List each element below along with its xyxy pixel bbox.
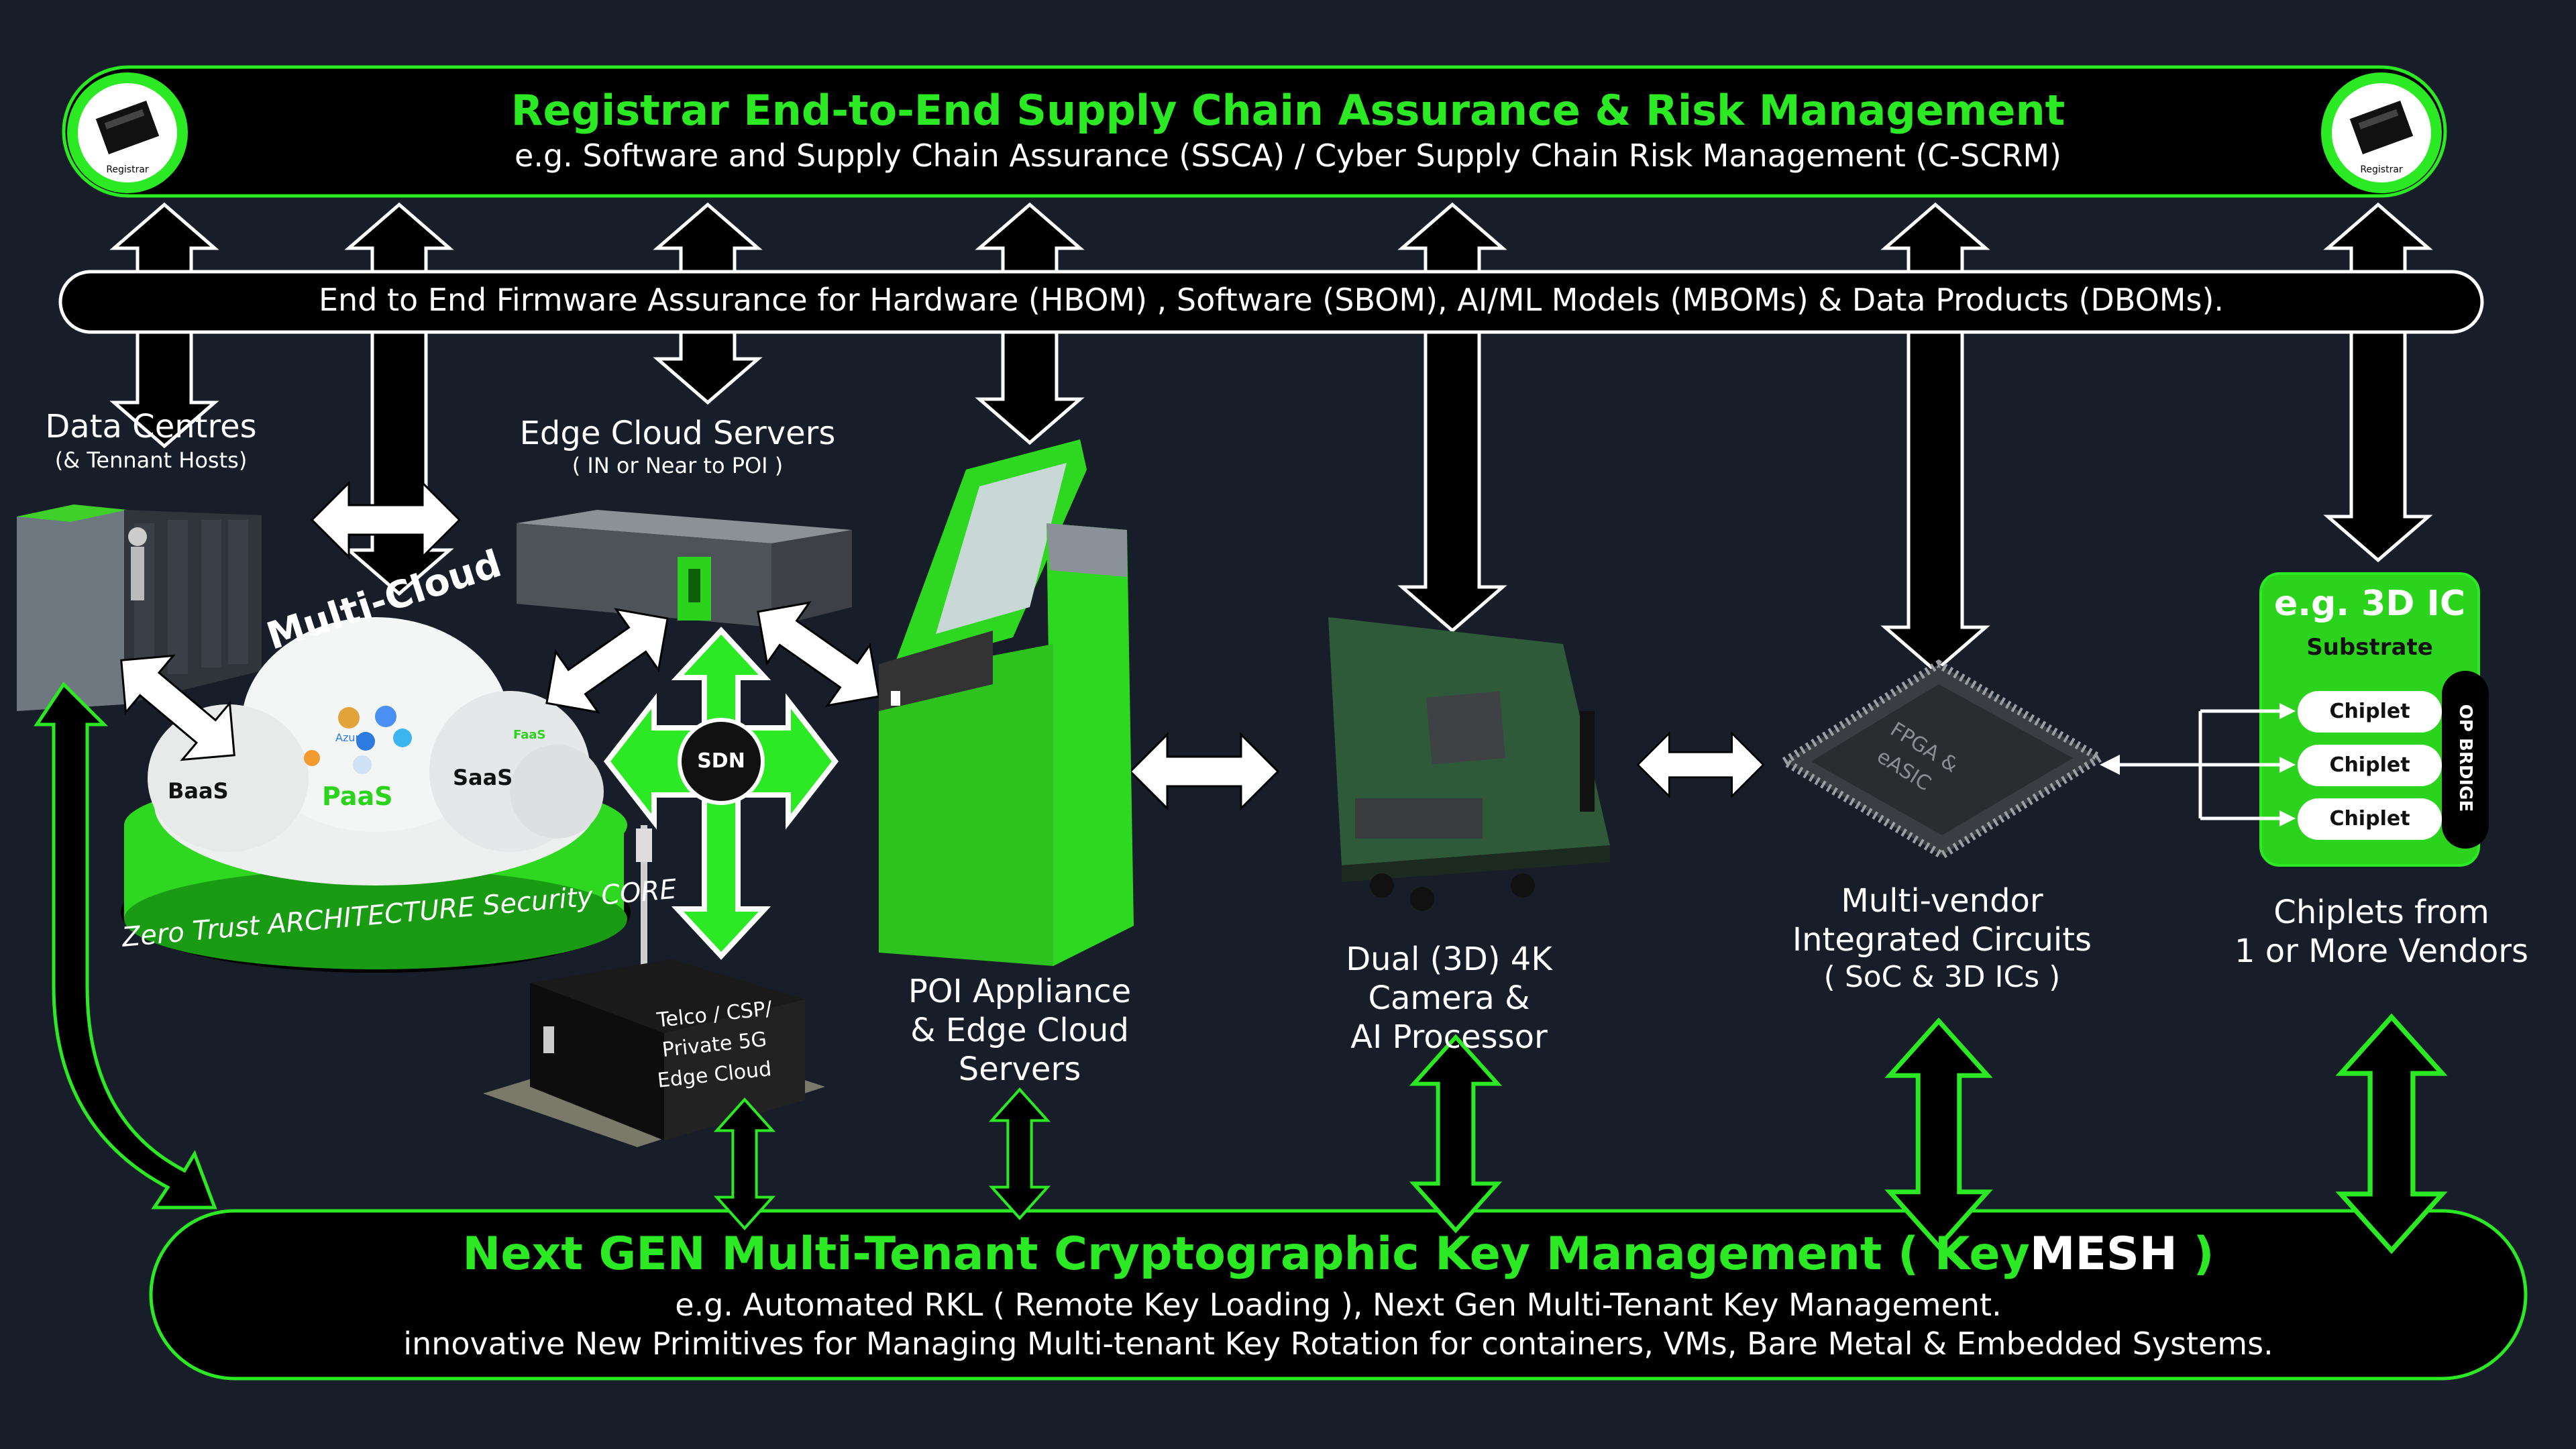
arrow-datacentre-keymesh [34, 682, 217, 1210]
keymesh-title: Next GEN Multi-Tenant Cryptographic Key … [151, 1228, 2526, 1281]
ic3d-substrate: Substrate [2306, 634, 2433, 661]
registrar-banner [62, 65, 2447, 198]
saas-label: SaaS [453, 765, 513, 790]
arrow-poi-camera [1129, 733, 1279, 810]
data-centre-rack-icon [17, 504, 262, 711]
paas-label: PaaS [322, 782, 393, 811]
edge-cloud-title: Edge Cloud Servers [519, 415, 836, 452]
data-centres-title: Data Centres [45, 408, 257, 445]
keymesh-line2: innovative New Primitives for Managing M… [403, 1326, 2273, 1362]
registrar-badge-right-icon [2321, 72, 2442, 193]
firmware-bar-text: End to End Firmware Assurance for Hardwa… [318, 282, 2224, 318]
op-bridge-bar [2442, 671, 2489, 849]
chiplet-3 [2298, 798, 2442, 840]
registrar-subtitle: e.g. Software and Supply Chain Assurance… [515, 138, 2061, 174]
telco-building-icon [483, 825, 825, 1147]
sdn-label: SDN [697, 749, 745, 773]
keymesh-title-prefix: Next GEN Multi-Tenant Cryptographic Key … [462, 1228, 2030, 1281]
ic-line2: Integrated Circuits [1792, 921, 2092, 959]
camera-line2: Camera & [1368, 979, 1530, 1017]
multi-cloud-icon [121, 617, 631, 973]
camera-line1: Dual (3D) 4K [1346, 941, 1552, 978]
faas-label: FaaS [513, 728, 546, 742]
data-centres-subtitle: (& Tennant Hosts) [54, 447, 248, 473]
arrow-poi-keymesh [991, 1089, 1047, 1218]
registrar-badge-left-icon [67, 72, 188, 193]
arrow-registrar-3dic [2323, 202, 2433, 563]
registrar-title: Registrar End-to-End Supply Chain Assura… [511, 86, 2065, 135]
sdn-cross-arrow [603, 627, 839, 960]
ic-line1: Multi-vendor [1841, 882, 2043, 920]
chiplet-1 [2298, 691, 2442, 733]
camera-board-icon [1328, 617, 1610, 911]
baas-label: BaaS [168, 778, 229, 804]
arrow-camera-keymesh [1414, 1037, 1498, 1230]
chiplet-2 [2298, 745, 2442, 786]
chiplets-caption-line2: 1 or More Vendors [2234, 932, 2529, 970]
fpga-chip-icon [1776, 659, 2108, 861]
poi-line2: & Edge Cloud [910, 1012, 1129, 1049]
keymesh-title-mesh: MESH [2029, 1228, 2178, 1281]
chiplet-1-label: Chiplet [2329, 700, 2410, 723]
poi-line3: Servers [958, 1051, 1081, 1088]
chiplet-3-label: Chiplet [2329, 807, 2410, 830]
azure-label: Azure [335, 731, 366, 744]
keymesh-banner [149, 1209, 2528, 1381]
keymesh-line1: e.g. Automated RKL ( Remote Key Loading … [675, 1287, 2002, 1323]
edge-cloud-subtitle: ( IN or Near to POI ) [572, 453, 784, 478]
registrar-badge-left-label: Registrar [106, 164, 149, 175]
camera-line3: AI Processor [1350, 1018, 1548, 1056]
poi-line1: POI Appliance [908, 973, 1132, 1010]
ic-line3: ( SoC & 3D ICs ) [1823, 960, 2061, 994]
arrow-camera-ic [1637, 732, 1764, 798]
keymesh-title-suffix: ) [2177, 1228, 2214, 1281]
ic3d-title: e.g. 3D IC [2273, 584, 2466, 624]
chiplets-caption-line1: Chiplets from [2273, 894, 2489, 931]
poi-kiosk-icon [879, 439, 1134, 966]
chiplet-connectors [2198, 709, 2284, 820]
edge-server-icon [517, 510, 852, 627]
chiplet-2-label: Chiplet [2329, 753, 2410, 777]
op-bridge-label: OP BRDIGE [2455, 704, 2475, 812]
registrar-badge-right-label: Registrar [2360, 164, 2403, 175]
arrow-registrar-camera [1397, 202, 1507, 633]
